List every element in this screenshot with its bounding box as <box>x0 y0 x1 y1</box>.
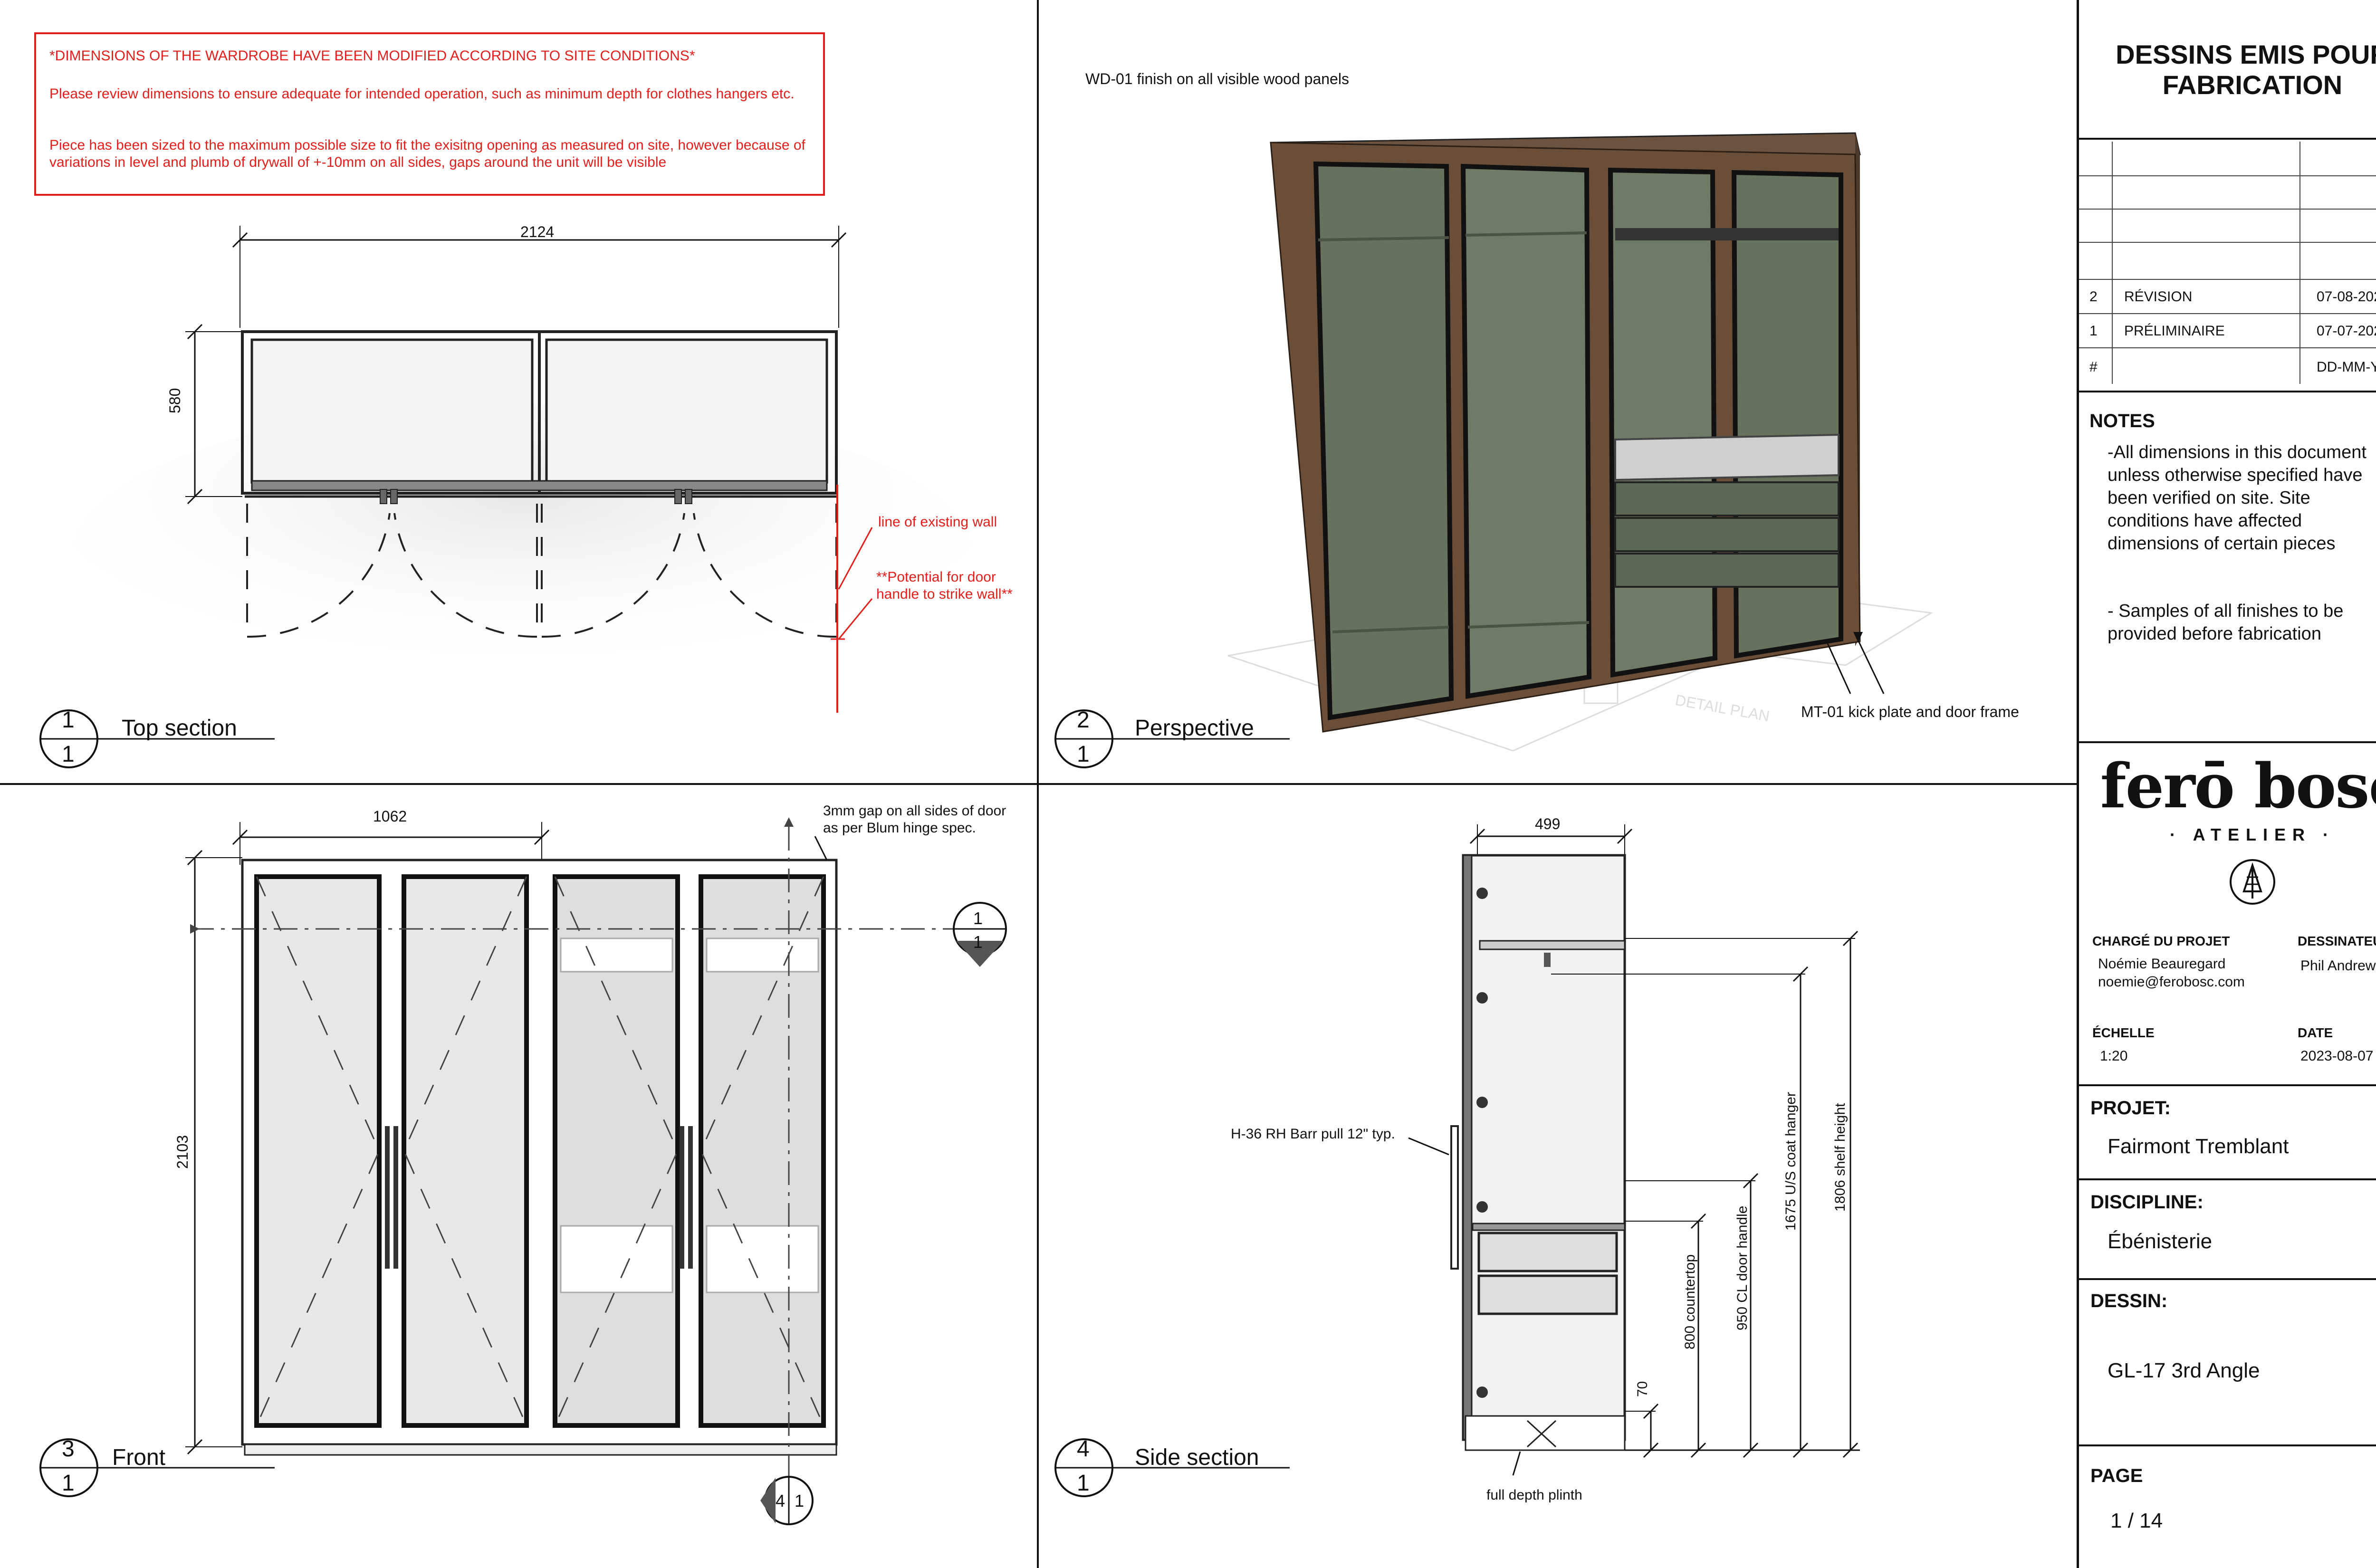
warning-line-2: Please review dimensions to ensure adequ… <box>49 86 795 102</box>
rev-date-2: DD-MM-YY <box>2317 359 2376 375</box>
perspective-drawing <box>1227 132 1934 752</box>
warning-line-1: *DIMENSIONS OF THE WARDROBE HAVE BEEN MO… <box>49 48 695 64</box>
callout-existing-wall: line of existing wall <box>878 514 997 530</box>
discipline-label: DISCIPLINE: <box>2090 1192 2204 1213</box>
note-2: - Samples of all finishes to be provided… <box>2108 601 2344 644</box>
projet-label: PROJET: <box>2090 1098 2171 1119</box>
callout-handle-strike-2: handle to strike wall** <box>876 586 1013 602</box>
charge-email: noemie@ferobosc.com <box>2098 974 2245 990</box>
rev-num-1: 1 <box>2089 323 2098 339</box>
callout-barr-pull: H-36 RH Barr pull 12" typ. <box>1231 1126 1395 1142</box>
view-tag-front <box>39 1438 275 1497</box>
side-dim-depth: 499 <box>1535 815 1561 832</box>
issue-header-2: FABRICATION <box>2162 70 2343 100</box>
section-marker-num: 1 <box>973 908 983 928</box>
side-section-title: Side section <box>1135 1445 1259 1470</box>
dessin-value: GL-17 3rd Angle <box>2108 1359 2260 1382</box>
dessinateur-label: DESSINATEUR <box>2298 934 2376 948</box>
notes-title: NOTES <box>2089 411 2155 431</box>
top-dim-width: 2124 <box>520 223 555 240</box>
date-value: 2023-08-07 <box>2300 1048 2374 1064</box>
callout-gap-2: as per Blum hinge spec. <box>823 820 976 836</box>
page-value: 1 / 14 <box>2110 1509 2163 1532</box>
elev-marker-num: 4 <box>776 1491 786 1511</box>
side-dim-coat: 1675 U/S coat hanger <box>1783 1092 1799 1231</box>
revision-table <box>2079 142 2376 384</box>
perspective-title: Perspective <box>1135 716 1254 741</box>
side-section-drawing <box>1408 824 1860 1476</box>
title-block: DESSINS EMIS POUR FABRICATION 2 RÉVISION… <box>2077 0 2376 1568</box>
side-dim-handle: 950 CL door handle <box>1734 1205 1750 1330</box>
echelle-value: 1:20 <box>2100 1048 2128 1064</box>
tag3-num: 3 <box>62 1436 75 1462</box>
tree-emblem-icon <box>2230 859 2275 905</box>
top-dim-depth: 580 <box>166 388 183 413</box>
charge-name: Noémie Beauregard <box>2098 956 2226 972</box>
page-label: PAGE <box>2090 1465 2143 1486</box>
tag3-sheet: 1 <box>62 1471 75 1496</box>
callout-mt01: MT-01 kick plate and door frame <box>1801 703 2019 720</box>
front-dim-height: 2103 <box>174 1135 191 1169</box>
charge-label: CHARGÉ DU PROJET <box>2092 934 2230 948</box>
view-tag-side-section <box>1054 1438 1290 1497</box>
front-title: Front <box>112 1445 166 1470</box>
warning-line-3: Piece has been sized to the maximum poss… <box>49 137 805 170</box>
rev-date-0: 07-08-2023 <box>2317 289 2376 305</box>
front-dim-width: 1062 <box>373 808 407 825</box>
rev-date-1: 07-07-2023 <box>2317 323 2376 339</box>
callout-handle-strike-1: **Potential for door <box>876 569 996 585</box>
note-1: -All dimensions in this document unless … <box>2108 442 2366 554</box>
rev-num-2: # <box>2089 359 2098 375</box>
rev-label-0: RÉVISION <box>2124 289 2193 305</box>
brand-logo: ferō bosc <box>2100 751 2376 822</box>
top-section-title: Top section <box>122 716 237 741</box>
tag4-sheet: 1 <box>1077 1471 1090 1496</box>
tag4-num: 4 <box>1077 1436 1090 1462</box>
rev-label-1: PRÉLIMINAIRE <box>2124 323 2225 339</box>
tag1-num: 1 <box>62 708 75 733</box>
callout-gap-1: 3mm gap on all sides of door <box>823 803 1006 819</box>
discipline-value: Ébénisterie <box>2108 1230 2213 1253</box>
view-tag-perspective <box>1054 709 1290 768</box>
brand-atelier: · ATELIER · <box>2170 825 2335 844</box>
dessin-label: DESSIN: <box>2090 1291 2168 1311</box>
side-dim-shelf: 1806 shelf height <box>1832 1103 1848 1212</box>
callout-wd01: WD-01 finish on all visible wood panels <box>1085 70 1349 87</box>
front-elevation-drawing <box>185 817 1007 1525</box>
projet-value: Fairmont Tremblant <box>2108 1135 2289 1158</box>
issue-header-1: DESSINS EMIS POUR <box>2116 39 2376 69</box>
top-section-drawing <box>71 226 974 713</box>
view-tag-top-section <box>39 709 275 768</box>
warning-note-box: *DIMENSIONS OF THE WARDROBE HAVE BEEN MO… <box>34 32 825 196</box>
side-dim-countertop: 800 countertop <box>1682 1254 1698 1349</box>
rev-num-0: 2 <box>2089 289 2098 305</box>
date-label: DATE <box>2298 1025 2333 1040</box>
elev-marker-sheet: 1 <box>795 1491 805 1511</box>
side-dim-plinth: 70 <box>1635 1381 1650 1397</box>
section-marker-sheet: 1 <box>973 932 983 952</box>
tag2-num: 2 <box>1077 708 1090 733</box>
echelle-label: ÉCHELLE <box>2092 1025 2155 1040</box>
tag1-sheet: 1 <box>62 742 75 767</box>
callout-plinth: full depth plinth <box>1486 1487 1582 1503</box>
tag2-sheet: 1 <box>1077 742 1090 767</box>
dessinateur-name: Phil Andrews <box>2300 958 2376 974</box>
